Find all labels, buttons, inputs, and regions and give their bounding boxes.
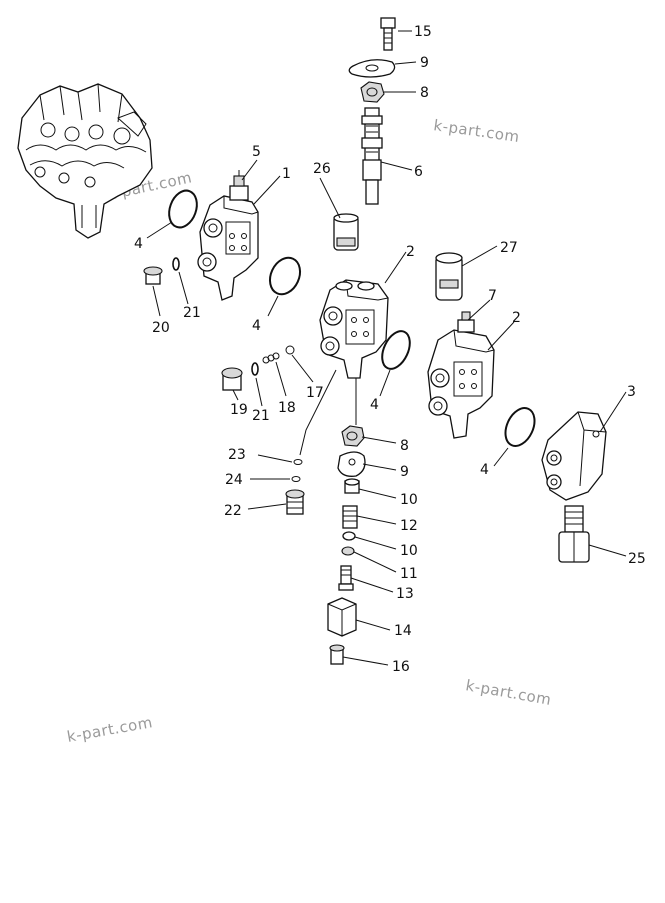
leader-lines (146, 30, 627, 666)
valve-section-1 (197, 195, 259, 301)
callout-16: 16 (392, 659, 410, 675)
spring-12 (342, 505, 358, 529)
spool-6 (361, 107, 383, 205)
seat-10-b (342, 531, 356, 541)
callout-22: 22 (224, 503, 242, 519)
callout-17: 17 (306, 385, 324, 401)
callout-11: 11 (400, 566, 418, 582)
callout-27: 27 (500, 240, 518, 256)
fitting-25 (558, 505, 590, 563)
callout-9-top: 9 (420, 55, 429, 71)
callout-10-b: 10 (400, 543, 418, 559)
o-ring-24 (291, 476, 301, 482)
fitting-22 (285, 489, 305, 515)
plug-19 (221, 367, 243, 391)
o-ring-21-a (172, 257, 180, 271)
callout-3: 3 (627, 384, 636, 400)
o-ring-23 (293, 459, 303, 465)
o-ring-4-c (381, 330, 411, 370)
valve-section-2-right (427, 329, 495, 439)
callout-10-a: 10 (400, 492, 418, 508)
callout-21-a: 21 (183, 305, 201, 321)
callout-23: 23 (228, 447, 246, 463)
callout-24: 24 (225, 472, 243, 488)
o-ring-4-a (168, 189, 198, 229)
watermark: k-part.com (432, 116, 520, 146)
watermark: k-part.com (464, 676, 552, 709)
bolt-16 (329, 644, 345, 665)
valve-section-2-centre (319, 279, 389, 379)
callout-1: 1 (282, 166, 291, 182)
callout-13: 13 (396, 586, 414, 602)
o-ring-21-b (251, 362, 259, 376)
callout-4-d: 4 (480, 462, 489, 478)
cap-14 (327, 597, 357, 637)
o-ring-4-d (504, 407, 536, 447)
fitting-7 (457, 311, 475, 333)
callout-8-top: 8 (420, 85, 429, 101)
o-ring-17 (285, 345, 295, 355)
fitting-5 (229, 170, 249, 201)
relief-valve-26 (333, 213, 359, 251)
callout-25: 25 (628, 551, 646, 567)
watermark: k-part.com (66, 713, 154, 746)
callout-14: 14 (394, 623, 412, 639)
callout-4-a: 4 (134, 236, 143, 252)
callout-9-bottom: 9 (400, 464, 409, 480)
o-ring-4-b (268, 256, 302, 296)
washer-11 (341, 546, 355, 556)
callout-26: 26 (313, 161, 331, 177)
bolt-13 (338, 565, 354, 591)
seat-10-a (344, 478, 360, 494)
nut-8-bottom (341, 425, 365, 447)
plate-9-bottom (337, 451, 366, 477)
callout-4-b: 4 (252, 318, 261, 334)
callout-2-centre: 2 (406, 244, 415, 260)
plug-20 (143, 266, 163, 285)
callout-8-bottom: 8 (400, 438, 409, 454)
callout-15: 15 (414, 24, 432, 40)
callout-19: 19 (230, 402, 248, 418)
callout-5: 5 (252, 144, 261, 160)
spring-18 (262, 352, 280, 364)
valve-assembly-overview (17, 83, 153, 239)
callout-18: 18 (278, 400, 296, 416)
callout-6: 6 (414, 164, 423, 180)
callout-20: 20 (152, 320, 170, 336)
bolt-15 (380, 17, 396, 51)
callout-2-right: 2 (512, 310, 521, 326)
plate-9-top (348, 59, 396, 78)
callout-4-c: 4 (370, 397, 379, 413)
nut-8-top (360, 81, 385, 103)
callout-labels: 15 9 8 6 26 5 1 4 20 21 4 2 17 18 21 19 … (134, 24, 646, 675)
callout-12: 12 (400, 518, 418, 534)
end-cover-3 (541, 411, 607, 501)
callout-21-b: 21 (252, 408, 270, 424)
relief-valve-27 (435, 252, 463, 301)
callout-7: 7 (488, 288, 497, 304)
